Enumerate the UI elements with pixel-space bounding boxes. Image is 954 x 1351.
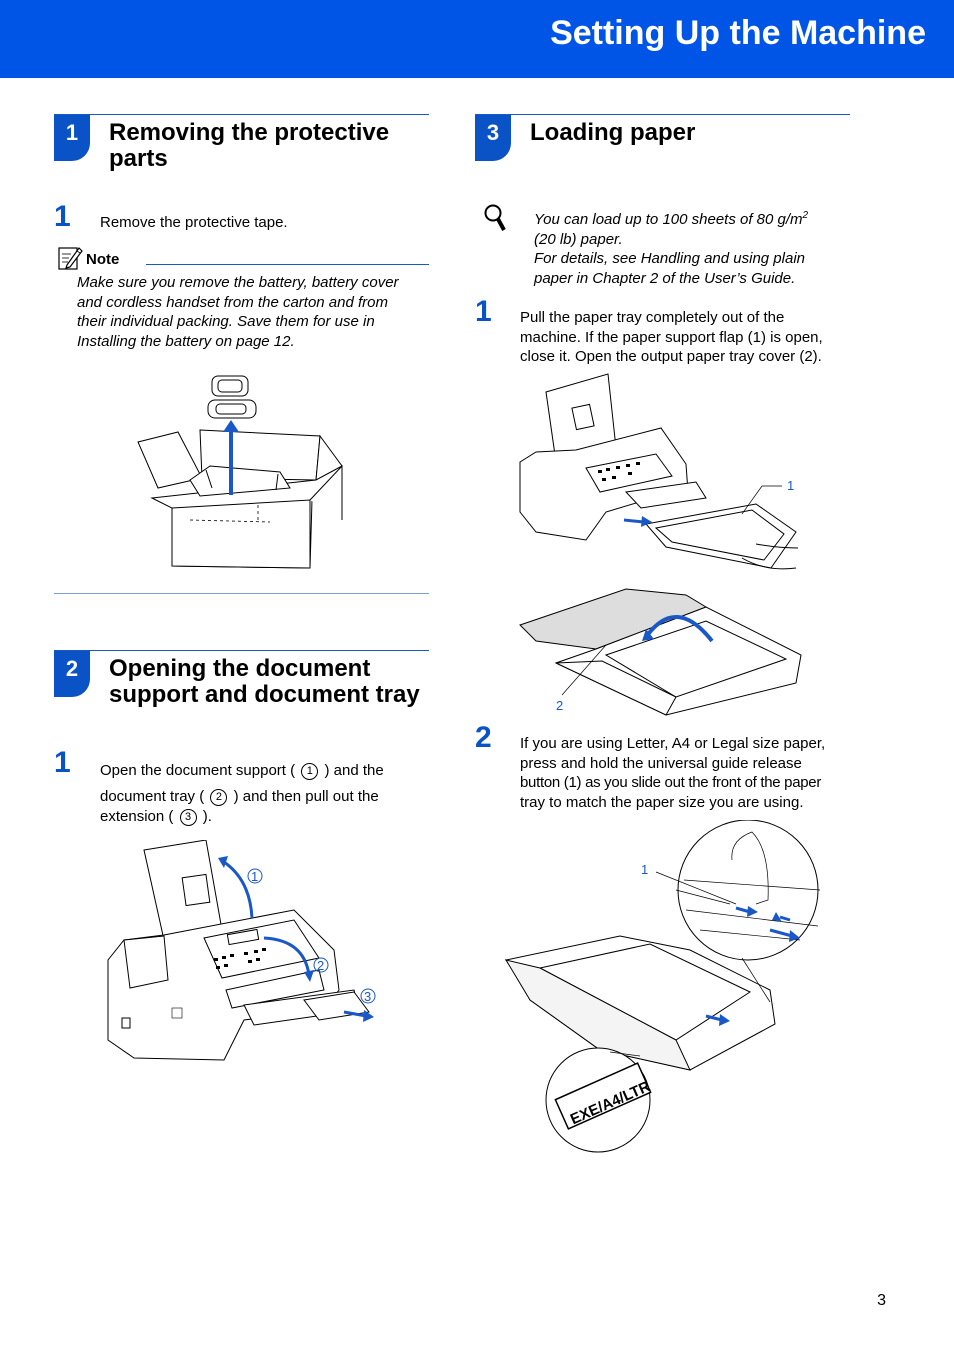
- section-2-step-1-text: Open the document support ( 1 ) and the …: [100, 758, 384, 830]
- section-3-step-2-text: If you are using Letter, A4 or Legal siz…: [520, 734, 825, 812]
- header-banner: Setting Up the Machine: [0, 0, 954, 78]
- tip-line-2: (20 lb) paper.: [534, 230, 623, 248]
- section-1-title-line1: Removing the protective: [109, 119, 390, 146]
- note-line-2: and cordless handset from the carton and…: [77, 293, 389, 311]
- tip-sup: 2: [802, 210, 809, 221]
- fax-document-support-illustration: 1 2 3: [104, 839, 384, 1070]
- carton-illustration: [130, 370, 360, 580]
- fax-tray-pull-illustration: 1: [516, 372, 806, 587]
- section-2-step-1-number: 1: [54, 746, 71, 779]
- section-2-title: Opening the document support and documen…: [109, 656, 420, 708]
- release-callout-1: 1: [641, 862, 648, 877]
- s2-line1-a: Open the document support (: [100, 762, 296, 779]
- s3-step2-line-2: press and hold the universal guide relea…: [520, 754, 802, 772]
- s3-step2-line-4: tray to match the paper size you are usi…: [520, 793, 804, 811]
- cover-callout-2: 2: [556, 698, 563, 713]
- section-2-title-line1: Opening the document: [109, 655, 371, 682]
- section-1-bottom-rule: [54, 593, 429, 594]
- s2-line3-a: extension (: [100, 808, 174, 825]
- s2-line3-b: ).: [202, 808, 212, 825]
- callout-circle-3: 3: [179, 808, 197, 826]
- section-3-rule: [475, 114, 850, 115]
- section-2-title-line2: support and document tray: [109, 681, 420, 708]
- page-number: 3: [877, 1292, 886, 1309]
- note-body: Make sure you remove the battery, batter…: [77, 273, 399, 351]
- section-3-step-1-text: Pull the paper tray completely out of th…: [520, 308, 823, 367]
- s2-line1-b: ) and the: [324, 762, 384, 779]
- illus2-callout-3: 3: [364, 989, 371, 1004]
- note-line-1: Make sure you remove the battery, batter…: [77, 274, 399, 291]
- section-1-title: Removing the protective parts: [109, 120, 389, 172]
- magnifier-icon: [483, 203, 507, 238]
- s3-step2-line-3: button (1) as you slide out the front of…: [520, 774, 822, 791]
- section-2-number: 2: [54, 651, 90, 697]
- tip-line-3: For details, see Handling and using plai…: [534, 250, 806, 267]
- section-2-rule: [54, 650, 429, 651]
- section-1-step-1-number: 1: [54, 200, 71, 233]
- tip-line-1: You can load up to 100 sheets of 80 g/m: [534, 211, 803, 228]
- illus2-callout-2: 2: [317, 958, 324, 973]
- s3-step1-line-1: Pull the paper tray completely out of th…: [520, 309, 785, 326]
- note-label: Note: [86, 251, 120, 268]
- section-3-step-1-number: 1: [475, 295, 492, 328]
- s2-line2-a: document tray (: [100, 788, 205, 805]
- callout-circle-2: 2: [210, 788, 228, 806]
- tip-line-4: paper in Chapter 2 of the User’s Guide.: [534, 269, 796, 287]
- callout-circle-1: 1: [301, 762, 319, 780]
- section-1-rule: [54, 114, 429, 115]
- s3-step1-line-3: close it. Open the output paper tray cov…: [520, 348, 822, 365]
- note-line-3: their individual packing. Save them for …: [77, 313, 375, 330]
- note-pencil-icon: [57, 245, 83, 276]
- section-3-number: 3: [475, 115, 511, 161]
- page-title: Setting Up the Machine: [550, 14, 926, 52]
- tray-callout-1: 1: [787, 478, 794, 493]
- section-3-title: Loading paper: [530, 119, 696, 146]
- section-1-step-1-text: Remove the protective tape.: [100, 214, 288, 231]
- illus2-callout-1: 1: [251, 869, 258, 884]
- tip-text: You can load up to 100 sheets of 80 g/m2…: [534, 206, 808, 288]
- section-1-number: 1: [54, 115, 90, 161]
- guide-release-illustration: EXE/A4/LTR 1: [500, 819, 830, 1160]
- tray-cover-illustration: 2: [516, 585, 806, 725]
- note-line-4: Installing the battery on page 12.: [77, 332, 295, 350]
- s2-line2-b: ) and then pull out the: [233, 788, 379, 805]
- s3-step1-line-2: machine. If the paper support flap (1) i…: [520, 328, 823, 346]
- s3-step2-line-1: If you are using Letter, A4 or Legal siz…: [520, 735, 826, 752]
- note-rule: [146, 264, 429, 265]
- section-1-title-line2: parts: [109, 145, 168, 172]
- section-3-step-2-number: 2: [475, 721, 492, 754]
